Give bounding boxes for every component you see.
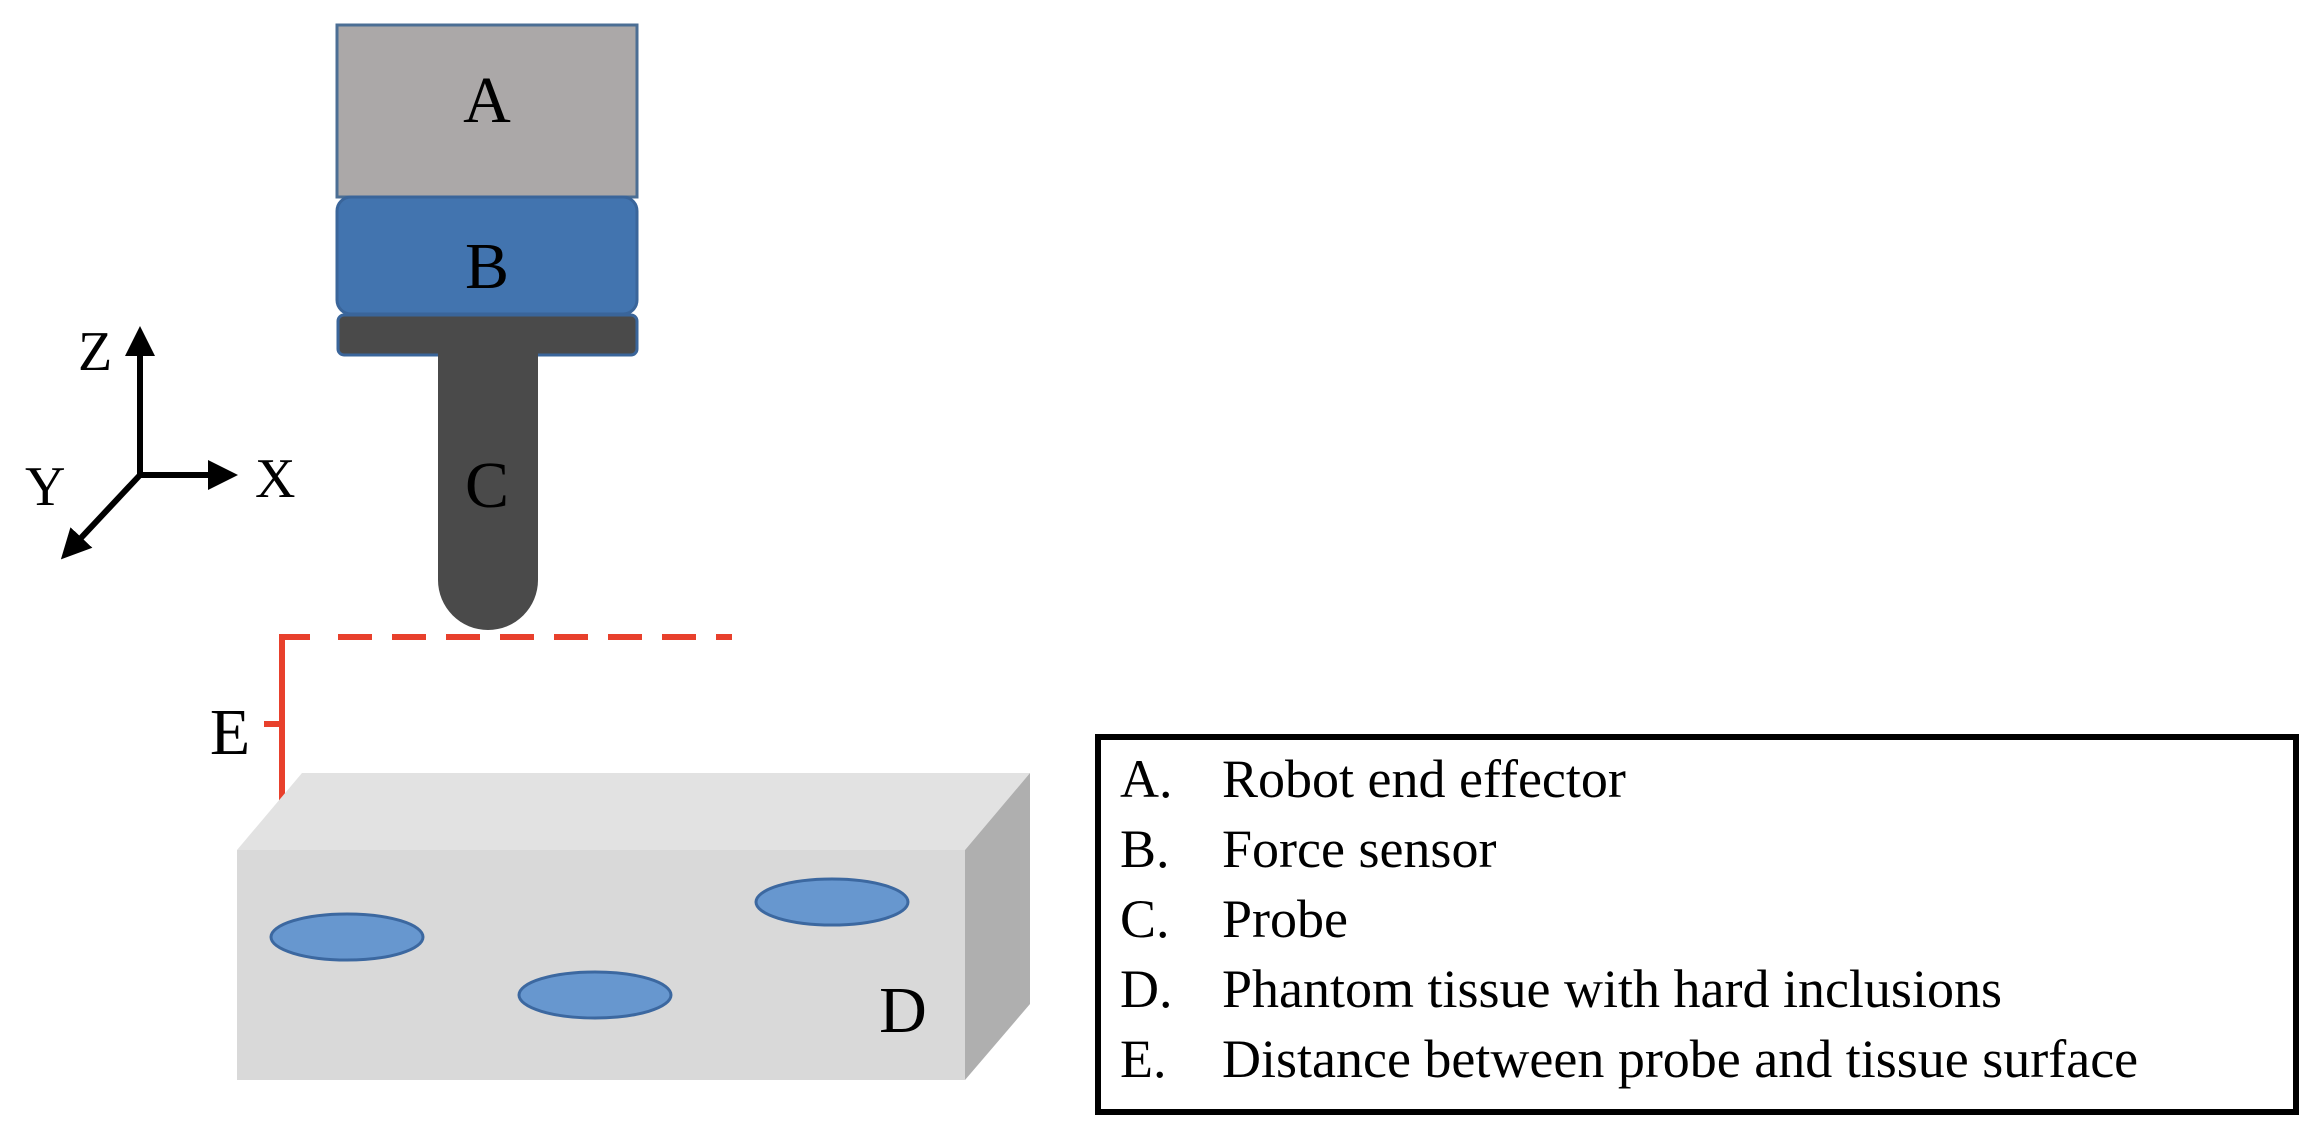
legend-item-text: Probe — [1222, 889, 1348, 949]
y-axis-label: Y — [25, 456, 65, 518]
force-sensor: B — [335, 195, 639, 357]
z-axis-label: Z — [78, 321, 112, 383]
coordinate-axes — [60, 326, 238, 560]
legend-item: D. Phantom tissue with hard inclusions — [1120, 959, 2002, 1019]
probe-shaft — [438, 352, 538, 630]
hard-inclusion — [269, 912, 425, 962]
probe: C — [438, 352, 538, 630]
legend-item-text: Robot end effector — [1222, 749, 1626, 809]
legend-item-letter: B. — [1120, 819, 1170, 879]
legend-item-text: Force sensor — [1222, 819, 1496, 879]
legend-item: B. Force sensor — [1120, 819, 1496, 879]
legend-item: E. Distance between probe and tissue sur… — [1120, 1029, 2138, 1089]
legend-box — [1095, 734, 2299, 1115]
label-c: C — [465, 449, 509, 522]
end-effector-block — [335, 23, 639, 199]
hard-inclusion — [517, 970, 673, 1020]
label-b: B — [465, 230, 509, 303]
hard-inclusion — [754, 877, 910, 927]
legend: A. Robot end effector B. Force sensor C.… — [1095, 734, 2299, 1115]
legend-item: A. Robot end effector — [1120, 749, 1626, 809]
label-d: D — [879, 974, 927, 1047]
legend-item-letter: E. — [1120, 1029, 1167, 1089]
tissue-top-face — [237, 773, 1030, 850]
legend-item-text: Phantom tissue with hard inclusions — [1222, 959, 2002, 1019]
label-a: A — [463, 64, 511, 137]
y-axis-arrow — [60, 472, 143, 560]
legend-item: C. Probe — [1120, 889, 1348, 949]
tissue-side-face — [965, 773, 1030, 1080]
legend-item-letter: A. — [1120, 749, 1173, 809]
force-sensor-base-plate — [336, 313, 639, 357]
legend-item-letter: C. — [1120, 889, 1170, 949]
label-e: E — [210, 696, 250, 769]
phantom-tissue: D — [237, 773, 1030, 1080]
robot-end-effector: A — [335, 23, 639, 199]
legend-item-text: Distance between probe and tissue surfac… — [1222, 1029, 2138, 1089]
legend-item-letter: D. — [1120, 959, 1173, 1019]
x-axis-label: X — [255, 448, 295, 510]
